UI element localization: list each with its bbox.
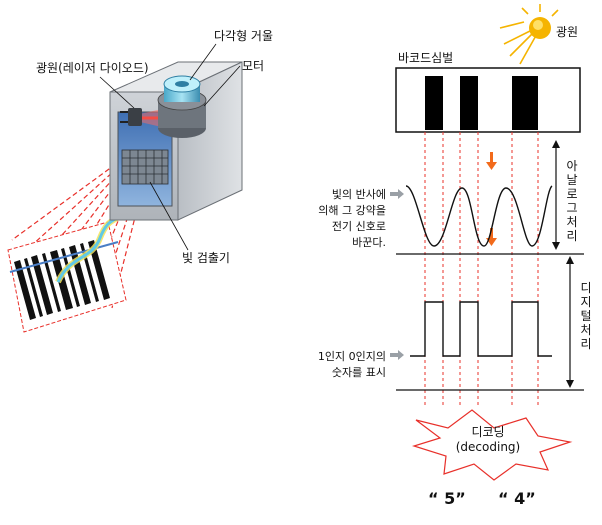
sun-icon — [499, 4, 559, 65]
result-digit-2: “ 4” — [498, 489, 536, 508]
label-polygon-mirror: 다각형 거울 — [189, 29, 273, 81]
svg-text:털: 털 — [580, 309, 591, 323]
svg-text:모터: 모터 — [242, 59, 264, 73]
svg-text:그: 그 — [566, 201, 577, 215]
svg-text:전기 신호로: 전기 신호로 — [332, 220, 386, 233]
svg-text:처: 처 — [580, 323, 591, 337]
svg-text:지: 지 — [580, 295, 591, 309]
gray-arrow-analog-icon — [390, 189, 404, 199]
barcode-symbol — [395, 67, 581, 133]
analog-stage-arrow — [552, 140, 560, 250]
decoding-subtitle: (decoding) — [456, 440, 520, 454]
scanner-device: 광원(레이저 다이오드) 다각형 거울 모터 빛 검출기 — [7, 29, 273, 333]
svg-text:처: 처 — [566, 215, 577, 229]
svg-text:다각형 거울: 다각형 거울 — [214, 29, 273, 43]
sun-label: 광원 — [556, 25, 578, 39]
svg-text:로: 로 — [566, 187, 577, 201]
svg-text:리: 리 — [580, 337, 591, 351]
analog-stage-label: 아 날 로 그 처 리 — [566, 159, 577, 243]
digital-stage-arrow — [566, 256, 574, 388]
svg-text:의해 그 강약을: 의해 그 강약을 — [318, 203, 386, 217]
barcode-label: 바코드심벌 — [398, 51, 453, 65]
barcode-bars — [425, 76, 538, 130]
svg-text:빛 검출기: 빛 검출기 — [182, 251, 230, 265]
analog-signal-wave — [405, 185, 553, 247]
gray-arrow-digital-icon — [390, 350, 404, 360]
analog-description: 빛의 반사에 의해 그 강약을 전기 신호로 바꾼다. — [318, 188, 386, 249]
label-motor: 모터 — [203, 59, 264, 107]
svg-text:디: 디 — [580, 281, 591, 295]
bar-edge-guides — [424, 132, 539, 408]
laser-diode-icon — [120, 108, 142, 126]
digital-signal-wave — [410, 301, 552, 357]
polygon-mirror-icon — [157, 75, 207, 138]
decoding-burst — [411, 409, 573, 481]
label-light-source: 광원(레이저 다이오드) — [36, 61, 149, 109]
signal-process: 광원 바코드심벌 빛의 반사에 의해 그 강약을 전 — [318, 4, 592, 508]
svg-text:빛의 반사에: 빛의 반사에 — [332, 188, 386, 201]
digital-stage-label: 디 지 털 처 리 — [580, 281, 591, 351]
scan-line — [9, 241, 119, 273]
svg-text:아: 아 — [566, 159, 577, 173]
digital-description: 1인지 0인지의 숫자를 표시 — [318, 350, 386, 379]
svg-text:날: 날 — [566, 173, 577, 187]
svg-text:바꾼다.: 바꾼다. — [352, 236, 386, 249]
barcode-paper — [7, 221, 127, 333]
svg-text:숫자를 표시: 숫자를 표시 — [332, 366, 386, 379]
orange-arrow-icon — [486, 152, 497, 246]
svg-text:광원(레이저 다이오드): 광원(레이저 다이오드) — [36, 61, 149, 75]
result-digit-1: “ 5” — [428, 489, 466, 508]
light-detector-grid — [121, 149, 169, 185]
svg-text:리: 리 — [566, 229, 577, 243]
svg-text:1인지 0인지의: 1인지 0인지의 — [318, 350, 386, 363]
label-light-detector: 빛 검출기 — [149, 181, 230, 265]
decoding-title: 디코딩 — [471, 425, 504, 439]
